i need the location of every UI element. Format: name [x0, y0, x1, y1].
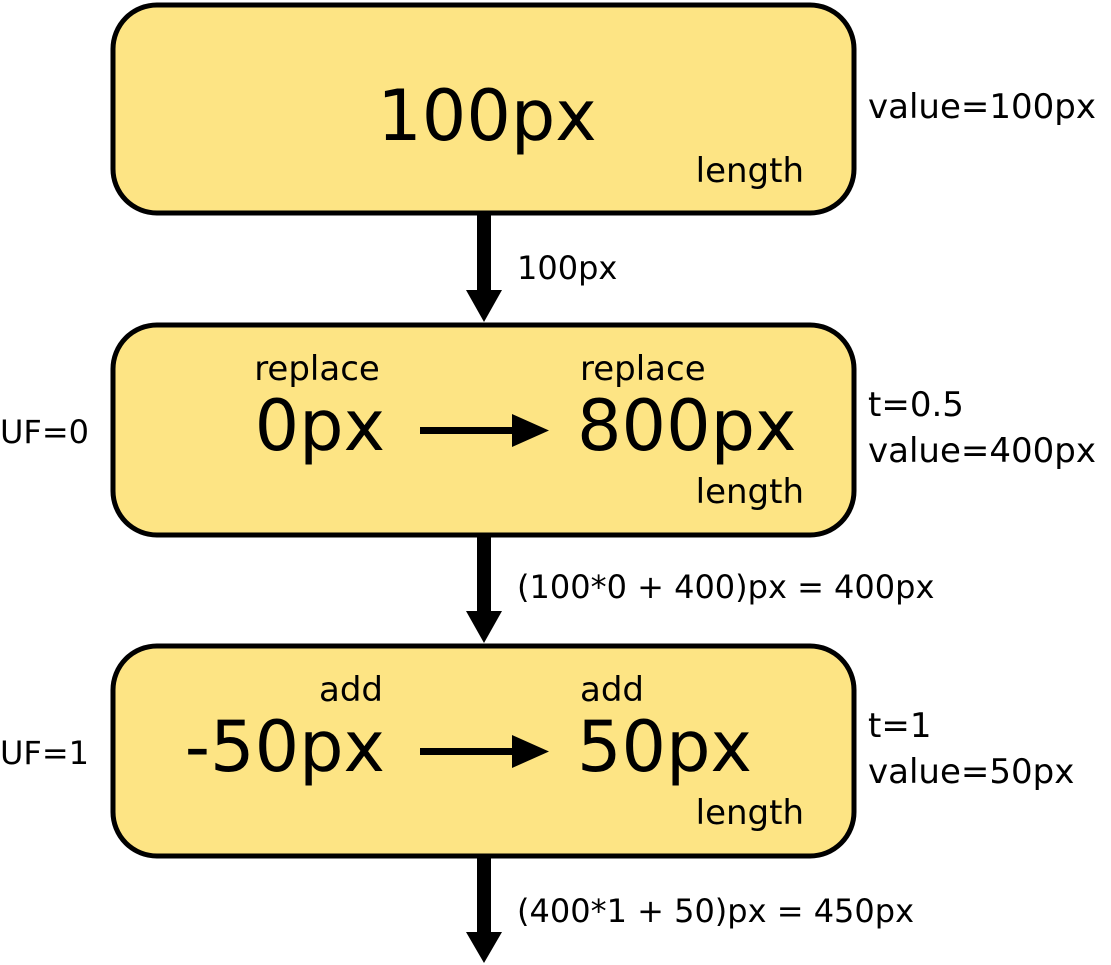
base-type-label: length [696, 151, 804, 191]
from-value-1: 0px [255, 385, 385, 467]
interpolation-arrow-2-head [512, 735, 549, 768]
connector-label-1: 100px [517, 249, 617, 287]
to-value-2: 50px [577, 706, 752, 788]
connector-arrow-3 [466, 856, 502, 963]
from-value-2: -50px [185, 706, 385, 788]
add-type-label: length [696, 793, 804, 833]
interpolation-arrow-1 [420, 414, 549, 447]
connector-arrow-2-shaft [477, 535, 491, 615]
replace-type-label: length [696, 472, 804, 512]
interpolation-arrow-2-shaft [420, 748, 520, 755]
connector-arrow-3-shaft [477, 856, 491, 936]
add-value-info: value=50px [868, 752, 1074, 792]
base-value-text: 100px [377, 75, 596, 157]
interpolation-arrow-1-shaft [420, 427, 520, 434]
uf-label-1: UF=0 [0, 413, 89, 451]
replace-interpolation-box: replace 0px replace 800px length [110, 322, 857, 538]
add-interpolation-box: add -50px add 50px length [110, 643, 857, 859]
base-value-box: 100px length [110, 2, 857, 216]
to-value-1: 800px [577, 385, 796, 467]
to-op-label-2: add [580, 670, 644, 710]
interpolation-arrow-1-head [512, 414, 549, 447]
from-op-label-1: replace [254, 349, 380, 389]
connector-arrow-2-head [466, 611, 502, 643]
base-value-info: value=100px [868, 87, 1096, 127]
connector-arrow-3-head [466, 932, 502, 963]
replace-t-info: t=0.5 [868, 385, 964, 425]
interpolation-arrow-2 [420, 735, 549, 768]
replace-value-info: value=400px [868, 431, 1096, 471]
connector-arrow-2 [466, 535, 502, 643]
from-op-label-2: add [319, 670, 383, 710]
to-op-label-1: replace [580, 349, 706, 389]
connector-label-3: (400*1 + 50)px = 450px [517, 892, 914, 930]
connector-arrow-1-shaft [477, 213, 491, 293]
connector-label-2: (100*0 + 400)px = 400px [517, 568, 934, 606]
connector-arrow-1 [466, 213, 502, 322]
connector-arrow-1-head [466, 290, 502, 322]
uf-label-2: UF=1 [0, 734, 89, 772]
add-t-info: t=1 [868, 706, 931, 746]
